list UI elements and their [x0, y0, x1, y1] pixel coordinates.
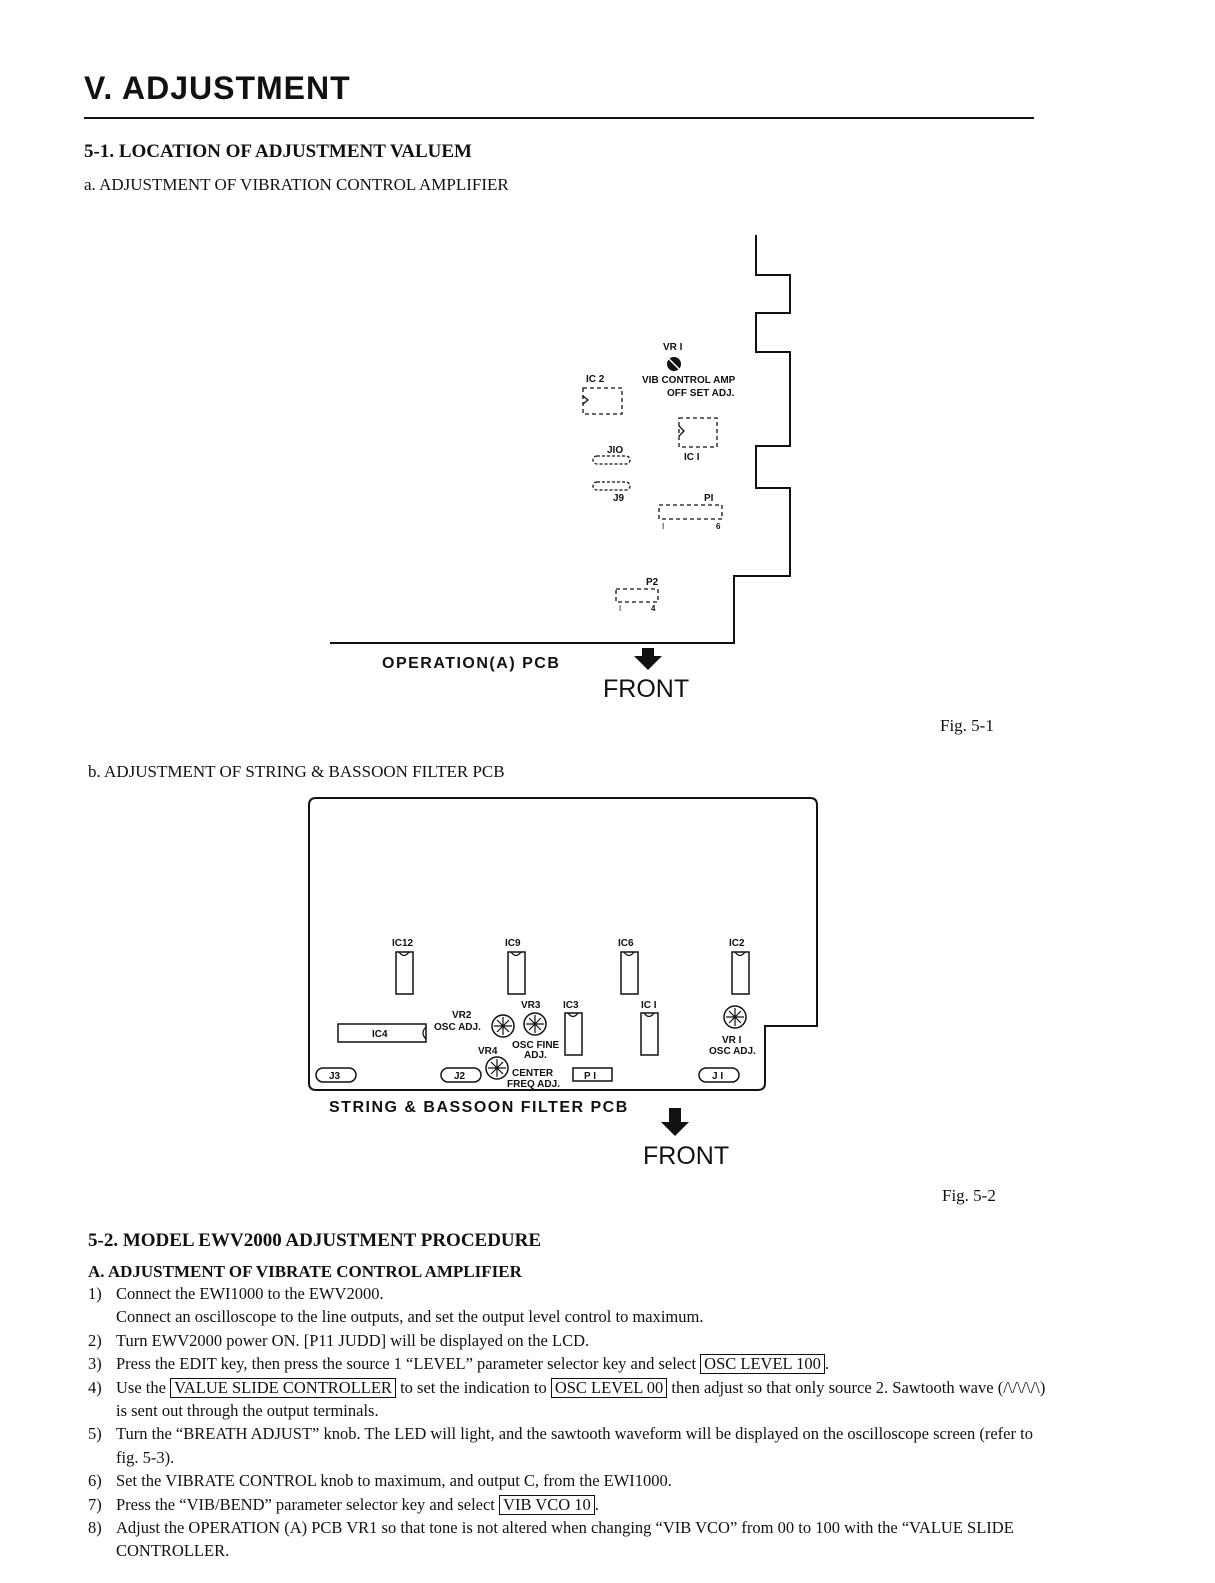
fig1-j9-outline: [592, 481, 631, 491]
fig2-vr4-desc2: FREQ ADJ.: [507, 1079, 560, 1090]
fig-5-1-caption: Fig. 5-1: [940, 716, 994, 735]
fig2-ic3: [564, 1012, 583, 1056]
vib-vco-10-display: VIB VCO 10: [499, 1494, 595, 1515]
fig1-ic1-label: IC I: [684, 452, 700, 463]
fig1-vr1-desc1: VIB CONTROL AMP: [642, 375, 736, 386]
fig1-board-label: OPERATION(A) PCB: [382, 655, 560, 672]
fig2-front-label: FRONT: [643, 1142, 729, 1170]
fig1-front-label: FRONT: [603, 675, 689, 703]
fig-5-1-diagram: VR I VIB CONTROL AMP OFF SET ADJ. IC 2 I…: [330, 235, 791, 703]
svg-text:I: I: [619, 604, 621, 613]
fig1-ic2-outline: [582, 387, 623, 415]
fig-5-2-diagram: IC12 IC9 IC6 IC2 IC4 VR2 OSC ADJ. VR3 OS…: [308, 797, 818, 1170]
fig1-ic1-outline: [678, 417, 718, 448]
fig1-p2-label: P2: [646, 577, 659, 588]
fig2-vr2-desc: OSC ADJ.: [434, 1022, 481, 1033]
fig1-ic2-label: IC 2: [586, 374, 605, 385]
step-5: 5) Turn the “BREATH ADJUST” knob. The LE…: [88, 1424, 1033, 1467]
section-2a-title: A. ADJUSTMENT OF VIBRATE CONTROL AMPLIFI…: [88, 1262, 522, 1281]
step-8: 8) Adjust the OPERATION (A) PCB VR1 so t…: [88, 1518, 1014, 1561]
fig2-vr4-label: VR4: [478, 1046, 498, 1057]
step-2: 2) Turn EWV2000 power ON. [P11 JUDD] wil…: [88, 1330, 590, 1350]
fig2-board-label: STRING & BASSOON FILTER PCB: [329, 1099, 629, 1116]
operation-pcb-outline: [330, 235, 791, 644]
fig2-vr3-label: VR3: [521, 1000, 541, 1011]
fig2-vr1-desc: OSC ADJ.: [709, 1046, 756, 1057]
chapter-title: V. ADJUSTMENT: [84, 70, 351, 106]
fig1-front-arrow-icon: [634, 648, 662, 670]
step-1: 1) Connect the EWI1000 to the EWV2000. C…: [88, 1284, 704, 1327]
fig2-vr1-label: VR I: [722, 1035, 742, 1046]
fig-5-2-caption: Fig. 5-2: [942, 1186, 996, 1205]
fig1-p1-label: PI: [704, 493, 714, 504]
fig2-front-arrow-icon: [661, 1108, 689, 1136]
fig2-p1-label: P I: [584, 1071, 596, 1082]
fig2-j2-label: J2: [454, 1071, 466, 1082]
fig2-ic2: [731, 951, 750, 995]
step-6: 6) Set the VIBRATE CONTROL knob to maxim…: [88, 1471, 672, 1491]
procedure-steps: 1) Connect the EWI1000 to the EWV2000. C…: [88, 1282, 1048, 1563]
svg-text:I: I: [662, 522, 664, 531]
section-1a-title: a. ADJUSTMENT OF VIBRATION CONTROL AMPLI…: [84, 175, 509, 194]
step-7: 7) Press the “VIB/BEND” parameter select…: [88, 1494, 599, 1515]
section-2-title: 5-2. MODEL EWV2000 ADJUSTMENT PROCEDURE: [88, 1230, 542, 1251]
osc-level-00-display: OSC LEVEL 00: [550, 1377, 668, 1398]
fig2-vr2-trimmer-icon: [491, 1014, 515, 1038]
fig2-vr3-trimmer-icon: [523, 1012, 547, 1036]
fig2-ic12-label: IC12: [392, 938, 414, 949]
fig1-j10-outline: [592, 455, 631, 465]
fig2-ic1-label: IC I: [641, 1000, 657, 1011]
svg-text:6: 6: [716, 522, 721, 531]
fig2-ic2-label: IC2: [729, 938, 745, 949]
title-rule: [84, 117, 1034, 119]
fig1-vr1-desc2: OFF SET ADJ.: [667, 388, 735, 399]
fig1-vr1-label: VR I: [663, 342, 683, 353]
osc-level-100-display: OSC LEVEL 100: [700, 1354, 825, 1375]
fig1-p1-outline: [658, 504, 723, 520]
section-1b-title: b. ADJUSTMENT OF STRING & BASSOON FILTER…: [88, 762, 505, 781]
section-1-title: 5-1. LOCATION OF ADJUSTMENT VALUEM: [84, 141, 472, 162]
value-slide-controller-display: VALUE SLIDE CONTROLLER: [170, 1377, 396, 1398]
fig2-p1: [572, 1067, 613, 1082]
fig2-vr3-desc2: ADJ.: [524, 1050, 547, 1061]
fig2-ic3-label: IC3: [563, 1000, 579, 1011]
fig2-j1: [698, 1067, 740, 1083]
fig2-ic4: [337, 1023, 427, 1043]
svg-text:4: 4: [651, 604, 656, 613]
step-3: 3) Press the EDIT key, then press the so…: [88, 1354, 829, 1375]
fig2-ic6-label: IC6: [618, 938, 634, 949]
fig2-vr1-trimmer-icon: [723, 1005, 747, 1029]
filter-pcb-outline: [308, 797, 818, 1091]
fig2-ic9-label: IC9: [505, 938, 521, 949]
fig2-j3: [315, 1067, 357, 1083]
fig2-ic4-label: IC4: [372, 1029, 388, 1040]
fig1-j9-label: J9: [613, 493, 625, 504]
fig2-ic6: [620, 951, 639, 995]
fig2-vr2-label: VR2: [452, 1010, 472, 1021]
fig2-vr3-desc1: OSC FINE: [512, 1040, 560, 1051]
fig2-j3-label: J3: [329, 1071, 341, 1082]
fig2-vr4-trimmer-icon: [485, 1056, 509, 1080]
fig2-j1-label: J I: [712, 1071, 723, 1082]
fig2-ic9: [507, 951, 526, 995]
fig2-ic1: [640, 1012, 659, 1056]
fig1-j10-label: JIO: [607, 445, 623, 456]
fig2-vr4-desc1: CENTER: [512, 1068, 554, 1079]
fig2-ic12: [395, 951, 414, 995]
fig1-p2-outline: [615, 588, 659, 603]
step-4: 4) Use the VALUE SLIDE CONTROLLER to set…: [88, 1377, 1046, 1421]
fig2-j2: [440, 1067, 482, 1083]
